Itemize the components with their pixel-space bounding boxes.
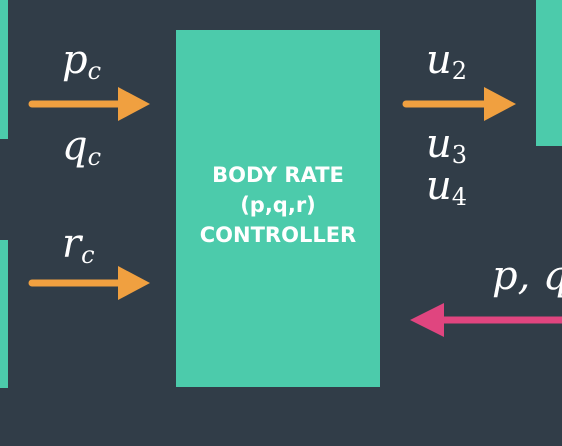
output-label-u4: u4 (426, 163, 468, 211)
body-rate-controller-block (176, 30, 380, 387)
left-upstream-block-top (0, 0, 8, 139)
feedback-label-pq: p, q (492, 253, 562, 299)
left-upstream-block-bottom (0, 240, 8, 388)
right-downstream-block (536, 0, 562, 146)
input-arrow-pq (28, 87, 150, 121)
input-label-rc: rc (62, 221, 95, 269)
input-label-pc: pc (62, 37, 102, 85)
input-label-qc: qc (62, 123, 102, 171)
feedback-arrow-pq (410, 303, 562, 337)
controller-title-line-1: BODY RATE (212, 163, 344, 187)
controller-title-line-2: (p,q,r) (240, 193, 316, 217)
input-arrow-r (28, 266, 150, 300)
controller-block-title: BODY RATE (p,q,r) CONTROLLER (176, 160, 380, 250)
output-label-u2: u2 (426, 37, 468, 85)
output-arrow-u (402, 87, 516, 121)
controller-title-line-3: CONTROLLER (199, 223, 357, 247)
output-label-u3: u3 (426, 121, 468, 169)
